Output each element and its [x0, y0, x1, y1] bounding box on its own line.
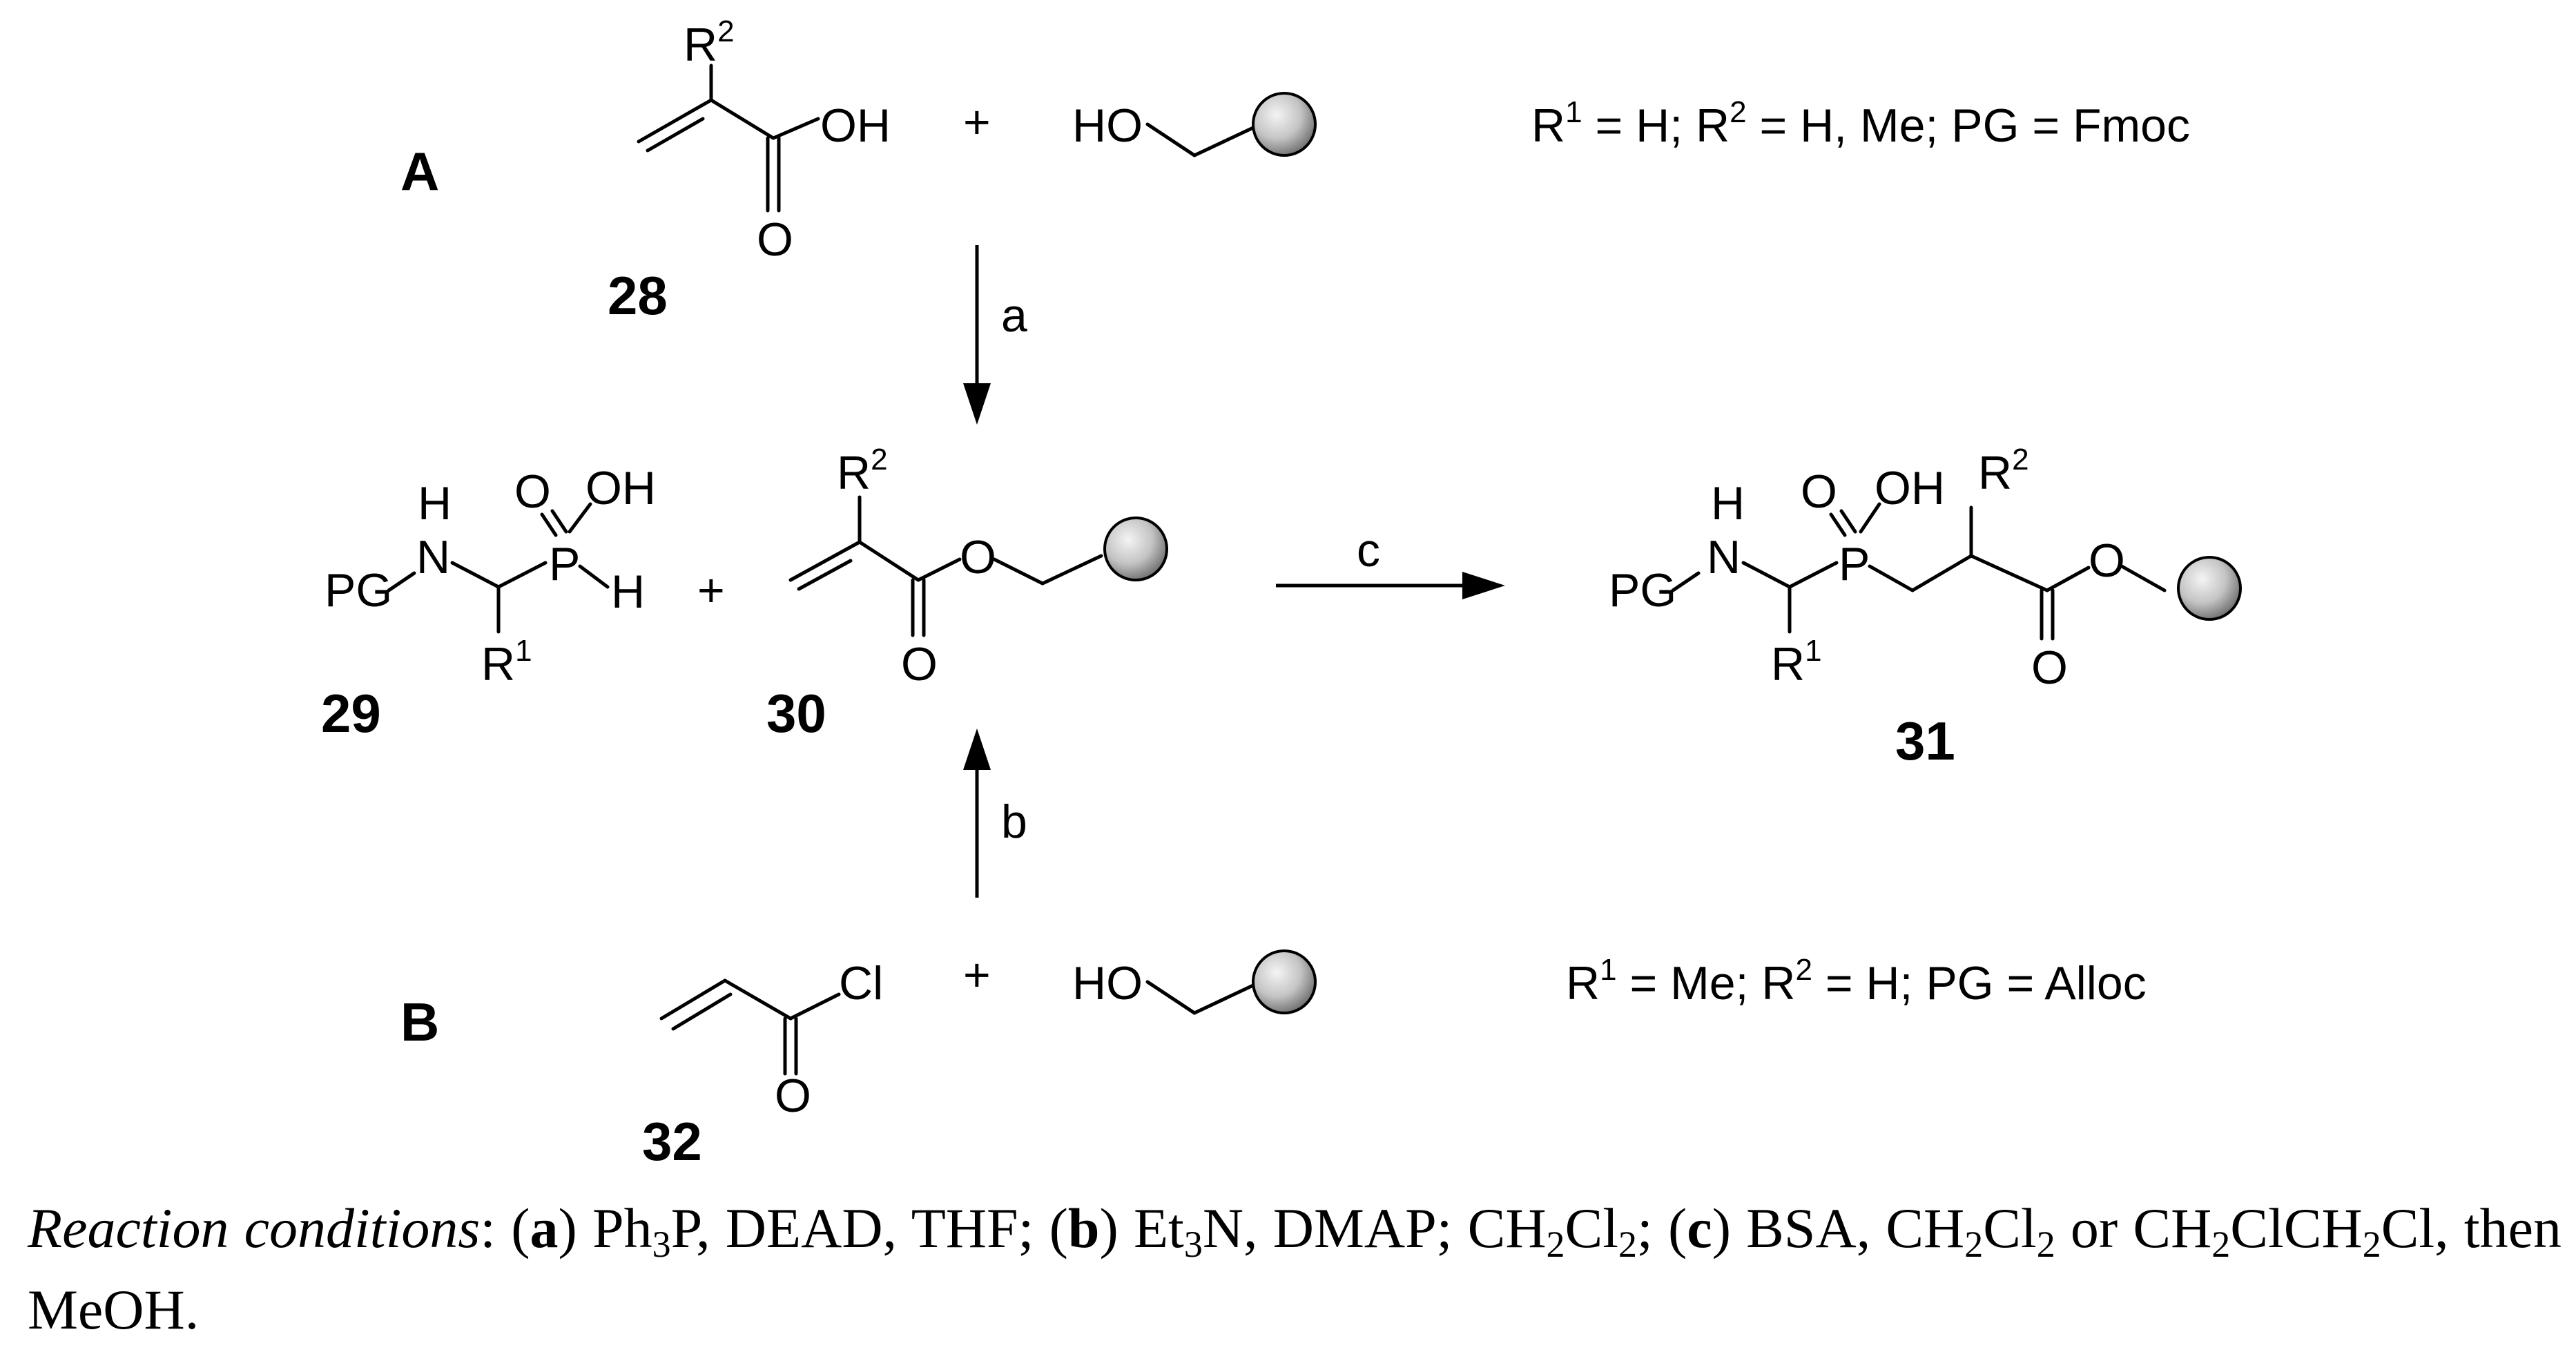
compound-32: Cl O [659, 957, 883, 1122]
caption-subscript: 3 [652, 1224, 671, 1265]
arrow-b [963, 728, 991, 898]
atom-ho: HO [1072, 957, 1143, 1010]
plus-sign: + [697, 564, 725, 617]
caption-text: Cl, then MeOH. [28, 1197, 2562, 1341]
caption-text: ; ( [1637, 1197, 1687, 1259]
atom-r2: R2 [1978, 443, 2029, 499]
caption-text: or CH [2055, 1197, 2212, 1259]
atom-pg: PG [325, 564, 392, 617]
caption-text: N, DMAP; CH [1202, 1197, 1547, 1259]
caption-text: ) Ph [558, 1197, 652, 1259]
plus-sign: + [963, 96, 991, 148]
conditions-b: R1 = Me; R2 = H; PG = Alloc [1566, 953, 2147, 1010]
caption-subscript: 3 [1183, 1224, 1203, 1265]
caption-text: ) Et [1099, 1197, 1184, 1259]
atom-o: O [901, 638, 938, 691]
compound-31: PG H N R1 P O OH R2 O O [1609, 443, 2242, 694]
compound-label-32: 32 [642, 1111, 702, 1172]
atom-o: O [775, 1070, 811, 1122]
caption-text: ClCH [2230, 1197, 2363, 1259]
caption-text: Cl [1565, 1197, 1619, 1259]
atom-o: O [2089, 534, 2125, 587]
resin-alcohol-b: HO [1072, 949, 1317, 1015]
compound-29: PG H N R1 P O OH H [325, 462, 656, 691]
resin-bead-icon [2177, 556, 2242, 621]
atom-p: P [549, 538, 580, 590]
panel-label-a: A [400, 141, 439, 202]
caption-subscript: 2 [1546, 1224, 1565, 1265]
atom-cl: Cl [839, 957, 883, 1010]
atom-o: O [1801, 465, 1837, 518]
compound-label-31: 31 [1895, 711, 1955, 771]
caption-text: ) BSA, CH [1712, 1197, 1965, 1259]
caption-text: P, DEAD, THF; ( [670, 1197, 1068, 1259]
compound-label-28: 28 [608, 265, 668, 326]
atom-o: O [514, 465, 551, 518]
resin-bead-icon [1252, 92, 1317, 157]
step-label-b: b [1001, 795, 1027, 848]
atom-r2: R2 [684, 15, 735, 71]
atom-ho: HO [1072, 99, 1143, 152]
resin-bead-icon [1103, 517, 1168, 581]
conditions-a: R1 = H; R2 = H, Me; PG = Fmoc [1531, 95, 2190, 152]
atom-oh: OH [1875, 462, 1945, 514]
reaction-conditions-caption: Reaction conditions: (a) Ph3P, DEAD, THF… [28, 1188, 2562, 1351]
atom-n: N [1707, 531, 1741, 583]
atom-oh: OH [585, 462, 656, 514]
atom-o: O [960, 531, 996, 583]
compound-label-30: 30 [766, 683, 826, 744]
compound-label-29: 29 [321, 683, 381, 744]
atom-h: H [418, 477, 452, 530]
atom-h: H [611, 566, 645, 618]
compound-28: R2 OH O [637, 15, 891, 266]
atom-r1: R1 [1771, 634, 1822, 691]
atom-r2: R2 [837, 443, 888, 499]
atom-pg: PG [1609, 564, 1676, 617]
caption-step-a: a [530, 1197, 559, 1259]
resin-bead-icon [1252, 949, 1317, 1014]
caption-lead: Reaction conditions [28, 1197, 481, 1259]
arrow-a [963, 245, 991, 425]
atom-h: H [1711, 477, 1745, 530]
atom-oh: OH [820, 99, 891, 152]
caption-subscript: 2 [1618, 1224, 1638, 1265]
step-label-c: c [1357, 524, 1380, 577]
plus-sign: + [963, 949, 991, 1001]
atom-o: O [757, 213, 793, 266]
atom-n: N [416, 531, 450, 583]
compound-30: R2 O O [788, 443, 1168, 691]
caption-text: Cl [1983, 1197, 2037, 1259]
caption-subscript: 2 [2036, 1224, 2055, 1265]
caption-subscript: 2 [1964, 1224, 1984, 1265]
caption-step-b: b [1067, 1197, 1100, 1259]
atom-o: O [2031, 641, 2068, 694]
panel-label-b: B [400, 992, 439, 1052]
arrow-c [1276, 572, 1505, 599]
caption-subscript: 2 [2211, 1224, 2231, 1265]
resin-alcohol-a: HO [1072, 92, 1317, 157]
atom-r1: R1 [481, 634, 532, 691]
atom-p: P [1839, 538, 1870, 590]
caption-subscript: 2 [2362, 1224, 2381, 1265]
caption-step-c: c [1687, 1197, 1712, 1259]
step-label-a: a [1001, 289, 1027, 342]
caption-text: : ( [480, 1197, 530, 1259]
